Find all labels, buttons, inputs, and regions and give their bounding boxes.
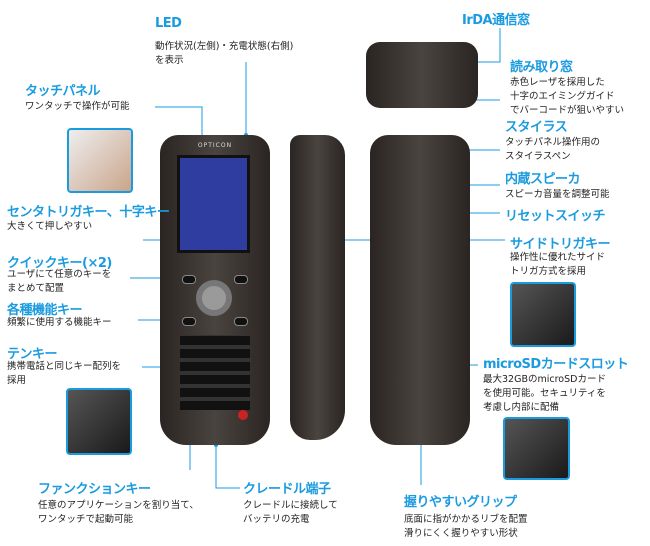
microsd-desc: 最大32GBのmicroSDカード を使用可能。セキュリティを 考慮し内部に配備	[483, 374, 606, 413]
reset-title: リセットスイッチ	[505, 209, 606, 224]
device-top-view	[366, 42, 478, 108]
numeric-keypad[interactable]	[180, 335, 250, 410]
cradle-desc: クレードルに接続して バッテリの充電	[243, 500, 338, 525]
stylus-title: スタイラス	[505, 120, 568, 135]
function-keys-desc: 頻繁に使用する機能キー	[7, 317, 112, 328]
speaker-title: 内蔵スピーカ	[505, 172, 581, 187]
cradle-title: クレードル端子	[243, 482, 331, 497]
reader-desc: 赤色レーザを採用した 十字のエイミングガイド でバーコードが狙いやすい	[510, 77, 625, 116]
brand-logo: OPTICON	[197, 142, 233, 149]
grip-desc: 底面に指がかかるリブを配置 滑りにくく握りやすい形状	[404, 514, 528, 539]
side-trigger-title: サイドトリガキー	[510, 237, 611, 252]
stylus-desc: タッチパネル操作用の スタイラスペン	[505, 137, 601, 162]
function-key-left[interactable]	[182, 317, 196, 326]
touch-screen[interactable]	[177, 155, 250, 253]
reader-title: 読み取り窓	[510, 60, 573, 75]
quick-key-desc: ユーザにて任意のキーを まとめて配置	[7, 269, 112, 294]
touch-panel-title: タッチパネル	[25, 84, 101, 99]
microsd-title: microSDカードスロット	[483, 357, 629, 372]
function-key-right[interactable]	[234, 317, 248, 326]
function-key-title: ファンクションキー	[38, 482, 151, 497]
speaker-desc: スピーカ音量を調整可能	[505, 189, 610, 200]
microsd-photo-1	[510, 282, 576, 347]
quick-key-right[interactable]	[234, 275, 248, 284]
quick-key-title: クイックキー(×2)	[7, 256, 112, 271]
center-trigger-desc: 大きくて押しやすい	[7, 221, 93, 232]
led-title: LED	[155, 16, 182, 31]
center-trigger-title: センタトリガキー、十字キー	[7, 205, 170, 220]
dpad[interactable]	[196, 280, 232, 316]
microsd-photo-2	[503, 417, 570, 480]
irda-title: IrDA通信窓	[462, 13, 530, 28]
power-button[interactable]	[238, 410, 248, 420]
led-desc: 動作状況(左側)・充電状態(右側) を表示	[155, 41, 294, 66]
tenkey-desc: 携帯電話と同じキー配列を 採用	[7, 361, 122, 386]
grip-title: 握りやすいグリップ	[404, 495, 517, 510]
keypad-photo	[66, 388, 132, 455]
device-front: OPTICON	[160, 135, 270, 445]
touch-panel-desc: ワンタッチで操作が可能	[25, 101, 130, 112]
function-keys-title: 各種機能キー	[7, 303, 83, 318]
tenkey-title: テンキー	[7, 347, 58, 362]
side-trigger-desc: 操作性に優れたサイド トリガ方式を採用	[510, 252, 606, 277]
device-back	[370, 135, 470, 445]
touch-panel-photo	[67, 128, 133, 193]
function-key-desc: 任意のアプリケーションを割り当て、 ワンタッチで起動可能	[38, 500, 199, 525]
device-side	[290, 135, 345, 440]
quick-key-left[interactable]	[182, 275, 196, 284]
